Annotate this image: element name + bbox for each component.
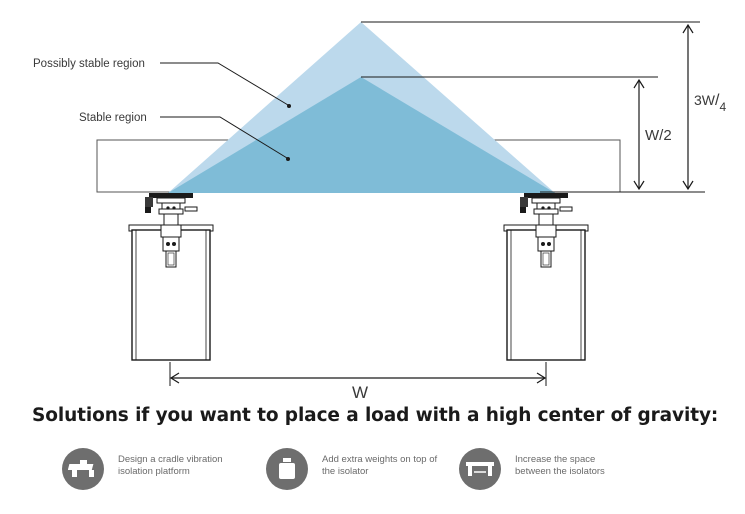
stable-region-label: Stable region: [79, 112, 147, 124]
solution-extra-weights: Add extra weights on top of the isolator: [266, 448, 437, 494]
width-label: W: [352, 383, 368, 400]
stability-diagram: W/2 3W/4 Possibly stable region Stable r…: [33, 21, 726, 400]
right-isolator: [503, 192, 589, 361]
solution-text: Increase the space between the isolators: [515, 454, 605, 477]
possibly-stable-dot: [287, 104, 291, 108]
stable-dot: [286, 157, 290, 161]
solution-text: Design a cradle vibration isolation plat…: [118, 454, 223, 477]
stable-leader: [160, 116, 288, 159]
three-quarter-w-label: 3W/4: [694, 92, 726, 114]
possibly-stable-region-label: Possibly stable region: [33, 58, 145, 70]
possibly-stable-leader: [160, 62, 289, 106]
cradle-platform-icon: [62, 448, 104, 490]
solution-increase-spacing: Increase the space between the isolators: [459, 448, 605, 494]
isolator-spacing-icon: [459, 448, 501, 490]
width-dimension-arrow: [169, 372, 547, 384]
left-isolator: [128, 192, 214, 361]
w-half-dimension-arrow: [633, 78, 645, 191]
solution-text: Add extra weights on top of the isolator: [322, 454, 438, 477]
solutions-title: Solutions if you want to place a load wi…: [32, 405, 719, 426]
stable-region: [168, 77, 555, 193]
three-quarter-w-dimension-arrow: [682, 23, 694, 191]
weight-icon: [266, 448, 308, 490]
solution-cradle-platform: Design a cradle vibration isolation plat…: [62, 448, 223, 494]
w-half-label: W/2: [645, 127, 672, 144]
